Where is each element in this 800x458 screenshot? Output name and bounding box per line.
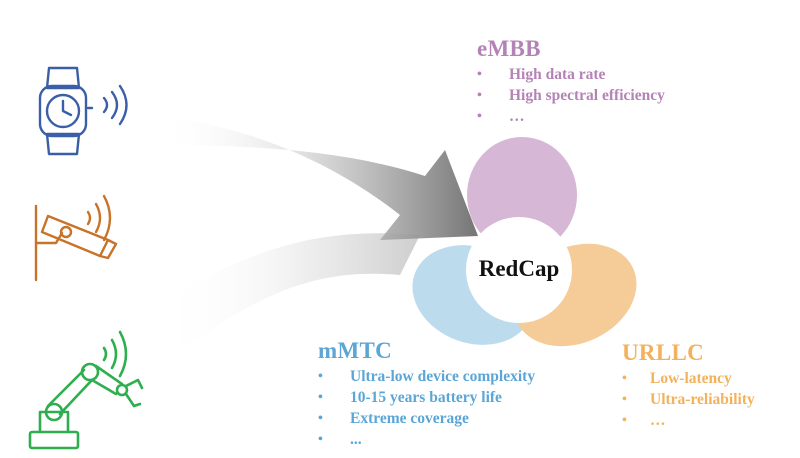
surveillance-camera-icon xyxy=(34,194,118,282)
embb-list: High data rate High spectral efficiency … xyxy=(477,64,665,127)
mmtc-list: Ultra-low device complexity 10-15 years … xyxy=(318,366,535,450)
robotic-arm-icon xyxy=(28,330,144,450)
embb-group: eMBB High data rate High spectral effici… xyxy=(477,36,665,127)
urllc-list: Low-latency Ultra-reliability … xyxy=(622,368,755,431)
list-item: Extreme coverage xyxy=(318,408,535,429)
mmtc-group: mMTC Ultra-low device complexity 10-15 y… xyxy=(318,338,535,450)
list-item: High data rate xyxy=(477,64,665,85)
arrow-shadow xyxy=(160,233,420,360)
redcap-label: RedCap xyxy=(478,256,560,281)
mmtc-title: mMTC xyxy=(318,338,393,363)
list-item: 10-15 years battery life xyxy=(318,387,535,408)
smartwatch-icon xyxy=(38,66,128,156)
redcap-circle xyxy=(466,217,572,323)
list-item: Low-latency xyxy=(622,368,755,389)
list-item: High spectral efficiency xyxy=(477,85,665,106)
list-item: … xyxy=(622,410,755,431)
list-item: Ultra-low device complexity xyxy=(318,366,535,387)
list-item: … xyxy=(477,106,665,127)
curved-arrow xyxy=(160,115,478,240)
list-item: ... xyxy=(318,429,535,450)
embb-title: eMBB xyxy=(477,36,541,61)
urllc-title: URLLC xyxy=(622,340,705,365)
urllc-group: URLLC Low-latency Ultra-reliability … xyxy=(622,340,755,431)
list-item: Ultra-reliability xyxy=(622,389,755,410)
